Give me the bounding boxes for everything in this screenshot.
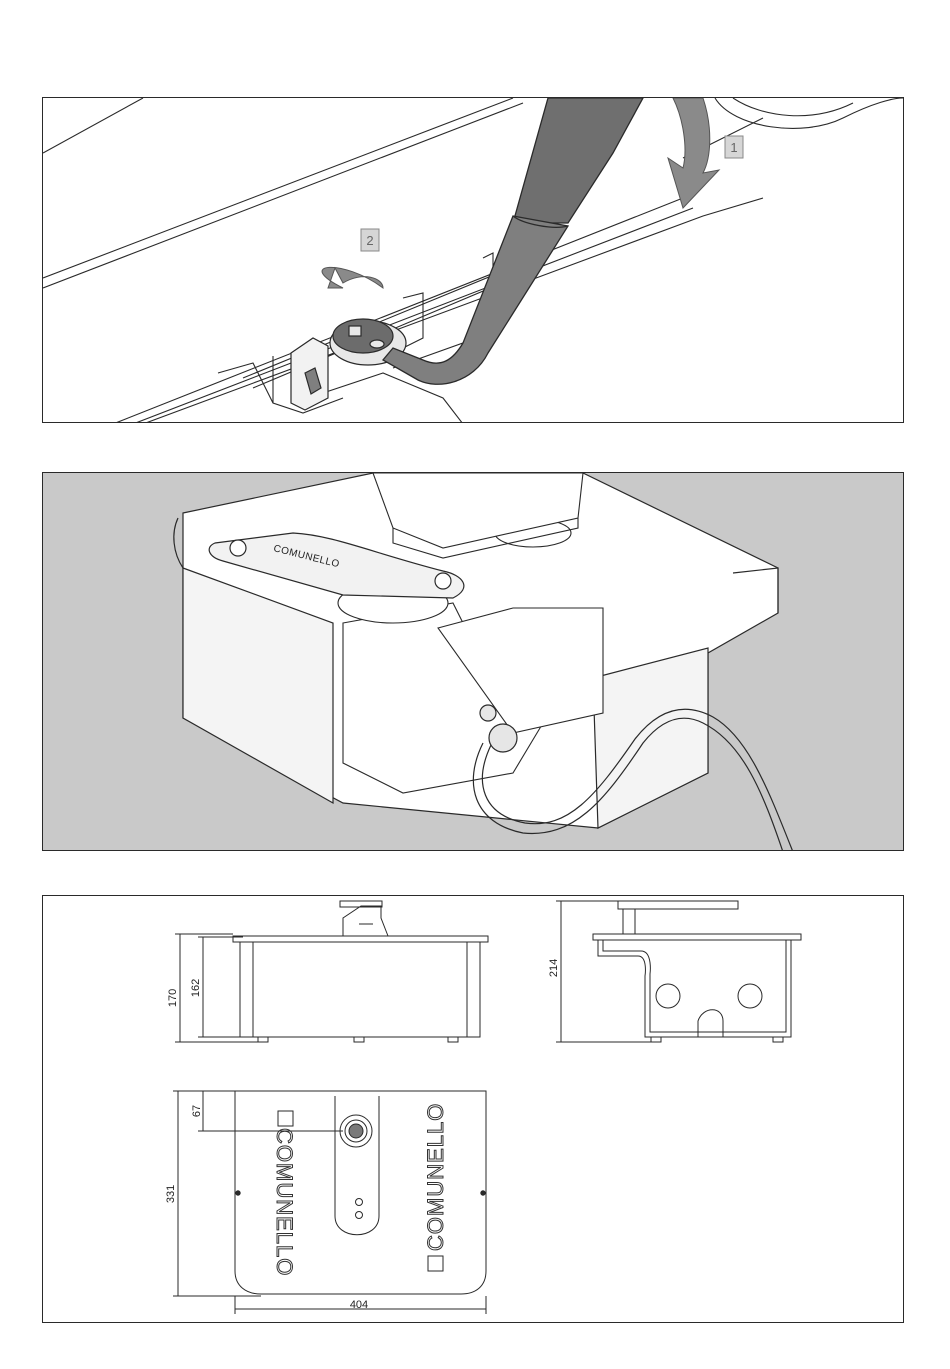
top-offset-label: 67 [191,1105,203,1117]
open-casing-illustration: COMUNELLO [43,473,904,851]
release-illustration: 1 2 [43,98,904,423]
top-width-label: 404 [350,1299,368,1311]
dimensions-drawing: 170 162 214 [43,896,904,1323]
step-label-2: 2 [366,233,373,248]
top-view-brand-right: COMUNELLO [423,1103,448,1251]
step-label-1: 1 [730,140,737,155]
top-depth-label: 331 [165,1185,177,1203]
side-height-label: 214 [548,959,560,977]
dimensions-drawing-panel: 170 162 214 [42,895,904,1323]
release-illustration-panel: 1 2 [42,97,904,423]
front-height-inner-label: 162 [190,979,202,997]
front-view [175,901,488,1042]
side-view [556,901,801,1042]
top-view-brand-left: COMUNELLO [272,1128,297,1276]
front-height-outer-label: 170 [167,989,179,1007]
open-casing-illustration-panel: COMUNELLO [42,472,904,851]
